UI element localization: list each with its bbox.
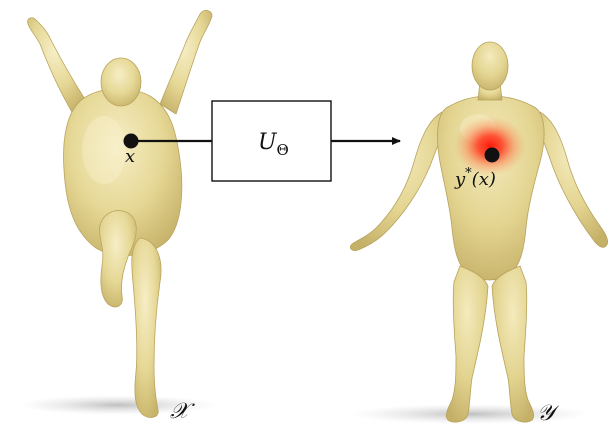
source-right-arm <box>160 10 212 114</box>
target-point-label: y*(x) <box>454 166 496 190</box>
source-point-label: x <box>125 146 135 167</box>
source-raised-leg <box>99 211 136 307</box>
target-left-leg <box>446 266 488 422</box>
target-right-leg <box>492 266 534 422</box>
source-shape <box>18 10 218 417</box>
source-standing-leg <box>132 238 161 417</box>
source-head <box>101 58 141 106</box>
target-right-arm <box>534 112 608 247</box>
target-head <box>472 42 508 90</box>
source-belly-highlight <box>82 116 126 184</box>
target-left-arm <box>350 112 448 251</box>
target-point-marker <box>485 148 500 163</box>
source-left-arm <box>28 18 88 112</box>
target-shape <box>350 42 608 424</box>
